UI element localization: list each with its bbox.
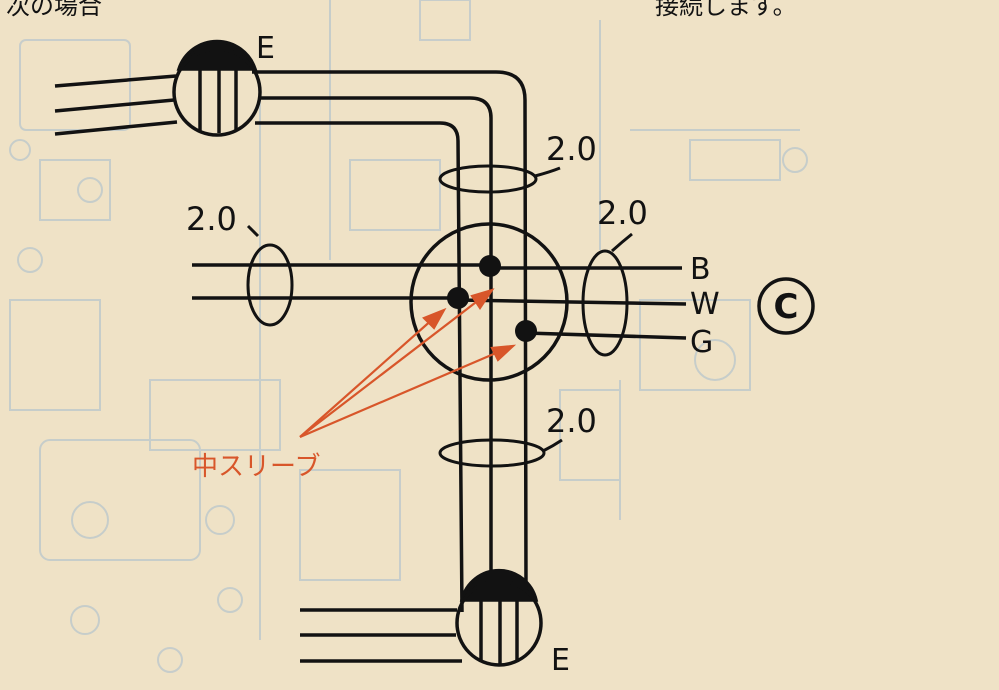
sleeve-label: 中スリーブ	[192, 452, 320, 482]
wire-label-b: B	[690, 252, 711, 287]
size-label-right: 2.0	[597, 194, 648, 232]
top-box-label: E	[256, 31, 275, 66]
wires	[54, 70, 687, 663]
size-label-bottom: 2.0	[546, 402, 597, 440]
sleeve-dot-g	[515, 320, 537, 342]
top-joint-box	[172, 39, 262, 137]
bottom-box-label: E	[551, 643, 570, 678]
sleeve-dot-b	[479, 255, 501, 277]
size-loops	[246, 164, 633, 468]
size-label-left: 2.0	[186, 200, 237, 238]
wire-label-g: G	[690, 325, 713, 360]
header-text-left: 次の場合	[6, 0, 102, 20]
connection-dots	[447, 255, 537, 342]
splice-circle	[409, 222, 569, 382]
circled-c-label: C	[774, 287, 799, 327]
sleeve-arrows	[299, 288, 517, 439]
wire-label-w: W	[690, 287, 720, 322]
sleeve-dot-w	[447, 287, 469, 309]
header-text-right: 接続します。	[655, 0, 797, 20]
bottom-joint-box	[455, 568, 543, 667]
circled-c-ring	[757, 277, 815, 335]
size-label-top-right: 2.0	[546, 130, 597, 168]
background-blueprint	[9, 0, 808, 673]
